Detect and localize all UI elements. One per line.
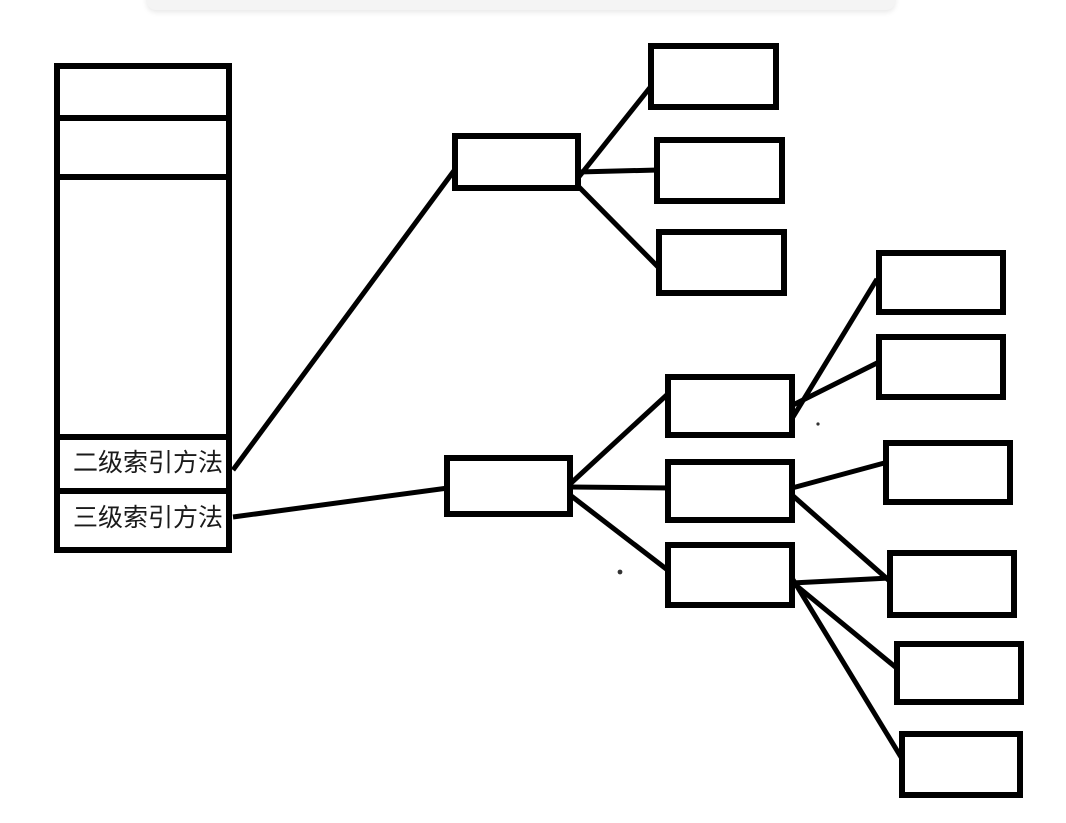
index-method-outline-column[interactable]: 二级索引方法 三级索引方法 <box>54 63 232 553</box>
connector-node-b1-to-b1a <box>790 277 880 419</box>
node-b3b-box[interactable] <box>894 641 1024 705</box>
connector-node-b-to-b3 <box>568 493 680 580</box>
connector-node-b1-to-b1b <box>791 359 881 408</box>
speck-1 <box>816 422 820 426</box>
connector-node-b3-to-b3b <box>790 580 901 672</box>
node-b1b-box[interactable] <box>876 334 1006 400</box>
outline-cell-2[interactable] <box>59 121 227 175</box>
node-b3-box[interactable] <box>665 542 795 608</box>
connector-tertiary-to-node-b <box>232 485 449 520</box>
node-a1-box[interactable] <box>648 43 779 110</box>
outline-cell-secondary-label: 二级索引方法 <box>73 448 223 477</box>
connector-node-b2-to-b2a <box>791 459 889 491</box>
node-b2-box[interactable] <box>665 459 795 523</box>
connector-node-b2-to-b2b <box>790 493 895 586</box>
connector-node-a-to-a3 <box>576 184 665 274</box>
speck-2 <box>617 569 623 575</box>
connector-node-b3-to-b3c <box>789 576 907 764</box>
node-b3c-box[interactable] <box>899 731 1023 798</box>
outline-cell-1[interactable] <box>59 68 227 116</box>
node-b2b-box[interactable] <box>887 550 1017 618</box>
connector-secondary-to-node-a <box>230 166 459 472</box>
node-b1a-box[interactable] <box>876 250 1006 315</box>
outline-column-frame <box>54 63 232 553</box>
branch-tertiary-group <box>444 250 1024 798</box>
branch-secondary-group <box>452 43 787 296</box>
outline-cell-3[interactable] <box>59 180 227 435</box>
connector-node-b-to-b2 <box>569 484 673 491</box>
outline-cell-tertiary-label: 三级索引方法 <box>73 503 223 532</box>
node-a-box[interactable] <box>452 133 581 191</box>
node-b-box[interactable] <box>444 455 573 517</box>
connector-node-b-to-b1 <box>568 390 672 486</box>
node-a2-box[interactable] <box>654 137 785 204</box>
connector-node-a-to-a1 <box>576 83 654 180</box>
connector-group <box>230 83 907 764</box>
connector-node-b3-to-b3a <box>791 575 891 586</box>
speck-group <box>617 422 820 575</box>
top-panel-strip <box>147 0 895 10</box>
node-b1-box[interactable] <box>665 374 795 438</box>
node-a3-box[interactable] <box>656 229 787 296</box>
connector-node-a-to-a2 <box>577 167 659 175</box>
node-b2a-box[interactable] <box>883 440 1013 505</box>
